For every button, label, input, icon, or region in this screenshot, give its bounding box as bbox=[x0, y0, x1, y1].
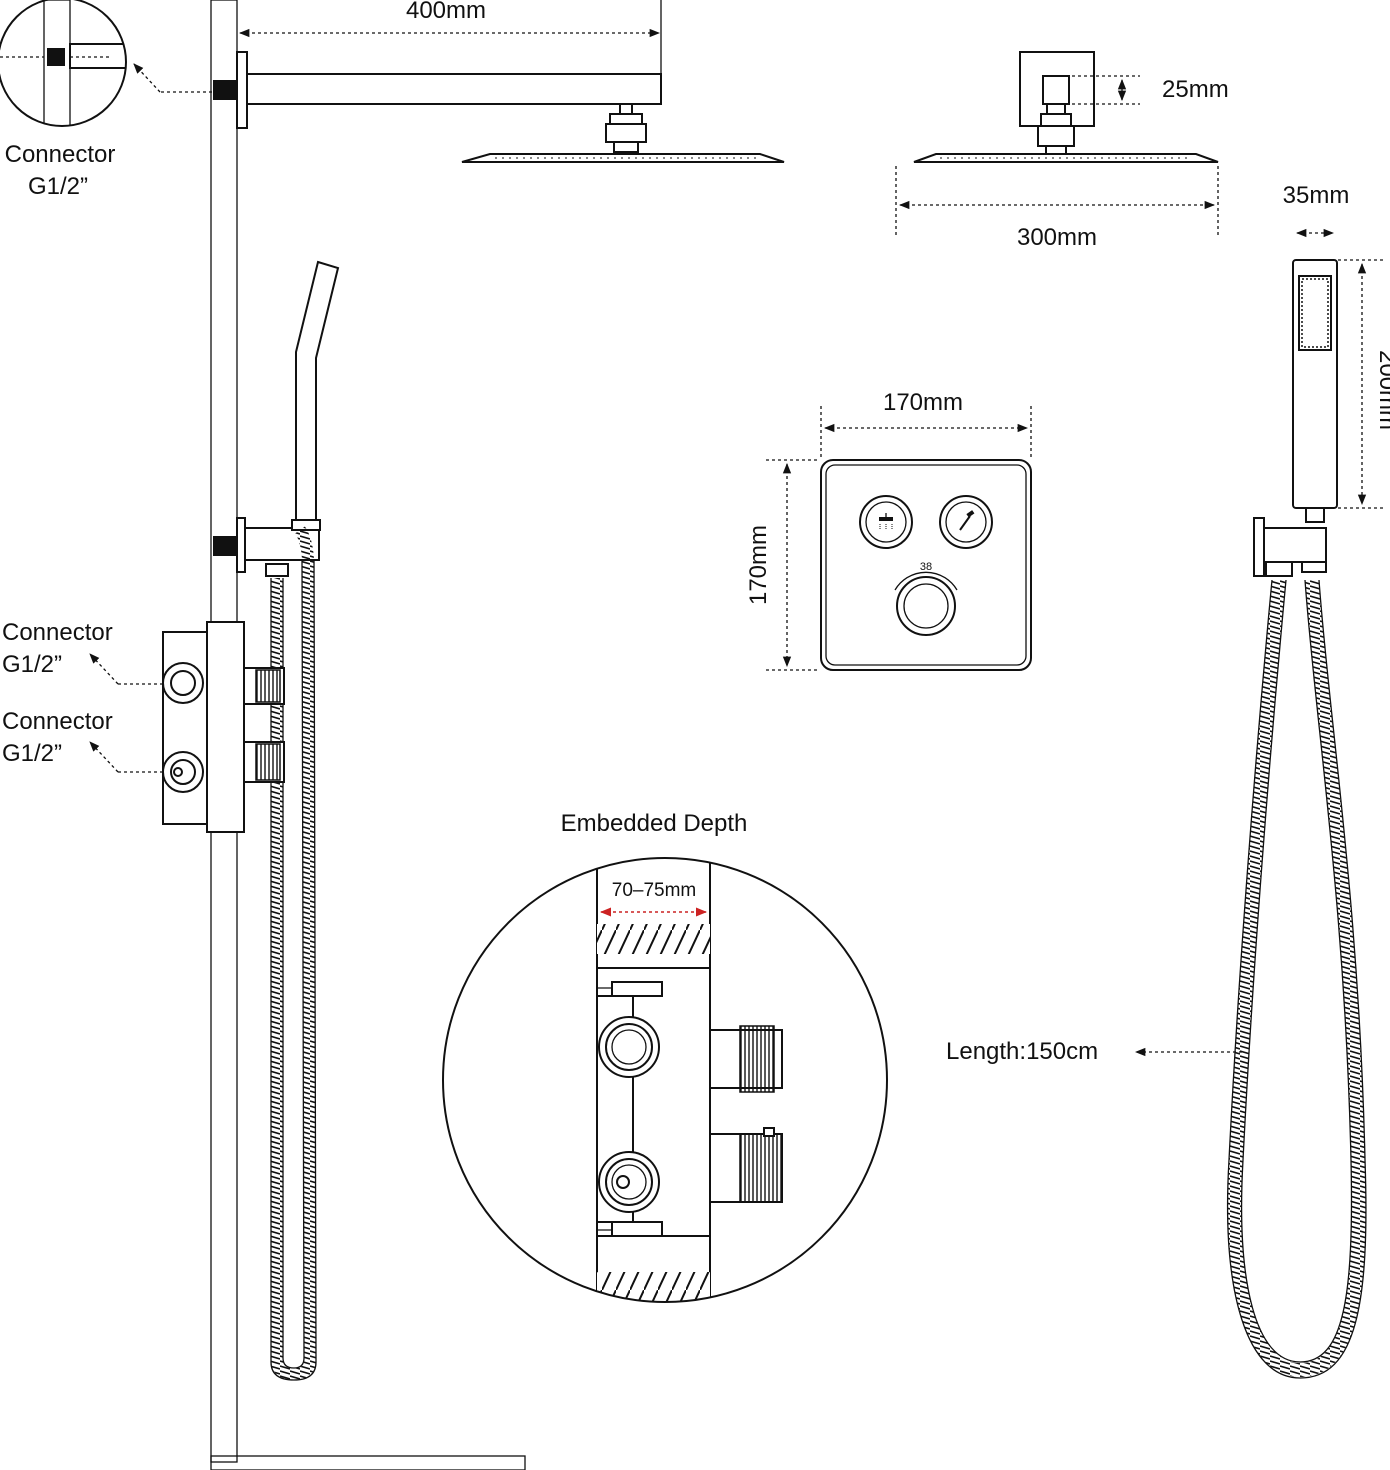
temperature-dial-value: 38 bbox=[920, 561, 932, 573]
panel-height-label: 170mm bbox=[745, 525, 772, 605]
temperature-dial-arc bbox=[894, 571, 958, 591]
panel-width-label: 170mm bbox=[883, 389, 963, 416]
right-shower-hose-outline-outer bbox=[1226, 579, 1367, 1379]
connector-low-label-line1: Connector bbox=[2, 708, 113, 735]
embedded-depth-title: Embedded Depth bbox=[561, 810, 748, 837]
hose-length-label: Length:150cm bbox=[946, 1038, 1098, 1065]
left-shower-hose bbox=[271, 526, 317, 1381]
right-shower-hose bbox=[1227, 579, 1366, 1378]
connector-mid-label-line2: G1/2” bbox=[2, 651, 62, 678]
embedded-depth-detail bbox=[442, 857, 888, 1303]
shower-arm-side-view bbox=[213, 51, 785, 163]
hand-shower-icon bbox=[959, 510, 975, 531]
arm-length-label: 400mm bbox=[406, 0, 486, 24]
wall-section bbox=[210, 0, 526, 1470]
hand-shower-button bbox=[939, 495, 993, 549]
connector-mid-label-line1: Connector bbox=[2, 619, 113, 646]
right-handheld-shower bbox=[1253, 259, 1338, 577]
connector-low-leader-arrow bbox=[89, 741, 119, 773]
head-thickness-label: 25mm bbox=[1162, 76, 1229, 103]
top-connector-leader-arrow bbox=[133, 63, 161, 93]
top-connector-detail bbox=[0, 0, 127, 127]
temperature-knob bbox=[896, 576, 956, 636]
connector-top-label-line1: Connector bbox=[5, 141, 116, 168]
valve-body-side-view bbox=[162, 621, 285, 833]
head-width-label: 300mm bbox=[1017, 224, 1097, 251]
right-shower-hose-outline-inner bbox=[1240, 579, 1353, 1363]
connector-low-label-line2: G1/2” bbox=[2, 740, 62, 767]
embedded-depth-label: 70–75mm bbox=[612, 880, 697, 901]
shower-head-front-view bbox=[913, 51, 1219, 163]
connector-top-label-line2: G1/2” bbox=[28, 173, 88, 200]
shower-head-icon bbox=[879, 513, 893, 529]
control-panel-front-view: 38 bbox=[820, 459, 1032, 671]
left-handheld-shower bbox=[213, 260, 340, 577]
shower-head-button bbox=[859, 495, 913, 549]
handheld-width-label: 35mm bbox=[1283, 182, 1350, 209]
connector-mid-leader-arrow bbox=[89, 653, 119, 685]
left-shower-hose-outline bbox=[270, 559, 317, 1381]
handheld-length-label: 200mm bbox=[1374, 350, 1390, 430]
